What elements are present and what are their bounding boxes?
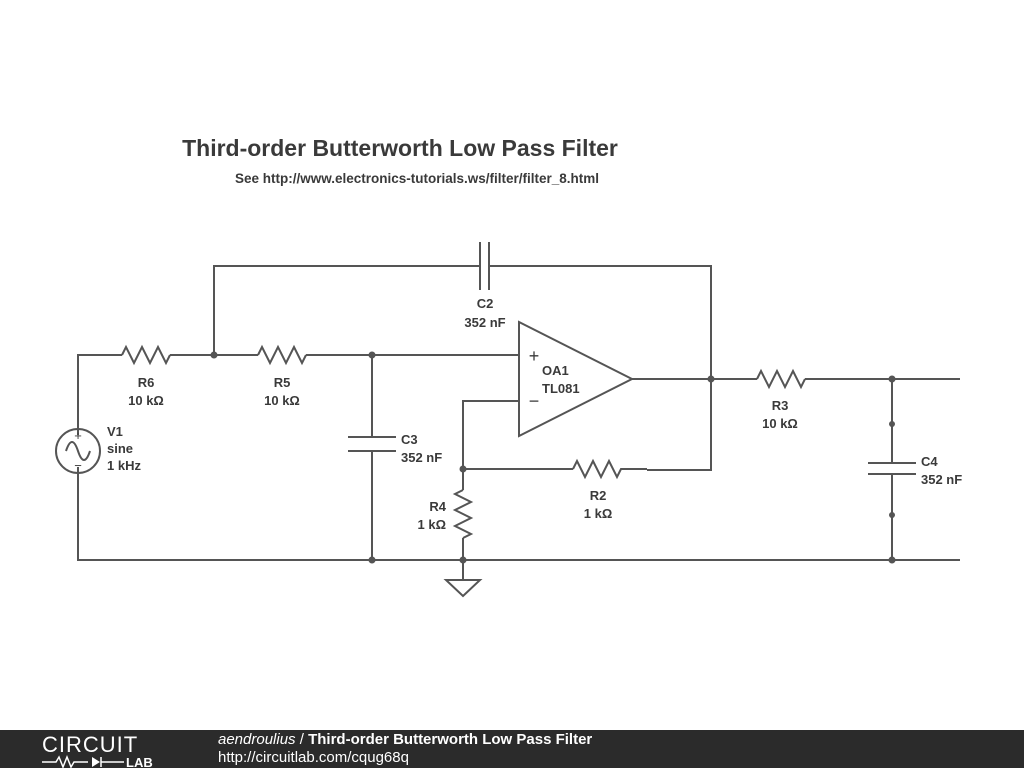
resistor-r5[interactable] bbox=[257, 344, 307, 366]
c4-value: 352 nF bbox=[921, 472, 962, 487]
c3-name: C3 bbox=[401, 432, 418, 447]
wire-ground-rail bbox=[77, 467, 960, 561]
footer-url[interactable]: http://circuitlab.com/cqug68q bbox=[218, 749, 409, 766]
c3-value: 352 nF bbox=[401, 450, 442, 465]
footer-title-line: aendroulius / Third-order Butterworth Lo… bbox=[218, 731, 592, 749]
r6-name: R6 bbox=[138, 375, 155, 390]
r4-name: R4 bbox=[429, 499, 446, 514]
ground-icon bbox=[443, 579, 483, 598]
footer-circuit-title[interactable]: Third-order Butterworth Low Pass Filter bbox=[308, 731, 593, 748]
footer-separator: / bbox=[295, 731, 309, 748]
page-title: Third-order Butterworth Low Pass Filter bbox=[182, 135, 618, 161]
opamp-minus-sign: − bbox=[529, 391, 540, 411]
r3-name: R3 bbox=[772, 398, 789, 413]
wire-feedback-top-left bbox=[213, 265, 480, 355]
resistor-r4[interactable] bbox=[452, 489, 474, 539]
oa1-name: OA1 bbox=[542, 363, 569, 378]
voltage-source-v1[interactable]: + − bbox=[55, 428, 101, 474]
capacitor-c4[interactable] bbox=[868, 462, 916, 475]
logo-resistor-icon bbox=[42, 754, 88, 768]
logo-diode-icon bbox=[92, 757, 100, 767]
sine-wave-icon bbox=[65, 441, 91, 461]
logo-top-text: CIRCUIT bbox=[42, 732, 138, 757]
capacitor-c3[interactable] bbox=[348, 436, 396, 452]
wire-opamp-minus bbox=[462, 400, 519, 490]
v1-type: sine bbox=[107, 441, 133, 456]
footer-text: aendroulius / Third-order Butterworth Lo… bbox=[218, 731, 592, 767]
v1-value: 1 kHz bbox=[107, 458, 141, 473]
wire-feedback-top-right bbox=[489, 265, 712, 471]
circuitlab-logo[interactable]: CIRCUIT LAB bbox=[40, 732, 180, 768]
opamp-plus-sign: + bbox=[529, 346, 540, 366]
r5-name: R5 bbox=[274, 375, 291, 390]
page-subtitle: See http://www.electronics-tutorials.ws/… bbox=[235, 171, 599, 186]
r3-value: 10 kΩ bbox=[762, 416, 798, 431]
source-plus-sign: + bbox=[74, 428, 82, 443]
capacitor-c2[interactable] bbox=[479, 242, 490, 290]
opamp-oa1[interactable]: + − bbox=[518, 320, 635, 438]
r6-value: 10 kΩ bbox=[128, 393, 164, 408]
component-labels: R6 10 kΩ R5 10 kΩ C2 352 nF C3 352 nF OA… bbox=[107, 296, 962, 532]
oa1-model: TL081 bbox=[542, 381, 580, 396]
r2-value: 1 kΩ bbox=[584, 506, 613, 521]
c4-name: C4 bbox=[921, 454, 938, 469]
r5-value: 10 kΩ bbox=[264, 393, 300, 408]
r4-value: 1 kΩ bbox=[418, 517, 447, 532]
footer-bar: CIRCUIT LAB aendroulius / Third-order Bu… bbox=[0, 730, 1024, 768]
logo-bottom-text: LAB bbox=[126, 755, 153, 768]
junction-dots bbox=[210, 351, 896, 564]
circuit-schematic: Third-order Butterworth Low Pass Filter … bbox=[55, 135, 962, 598]
c2-name: C2 bbox=[477, 296, 494, 311]
resistor-r6[interactable] bbox=[121, 344, 171, 366]
source-minus-sign: − bbox=[74, 458, 82, 473]
v1-name: V1 bbox=[107, 424, 123, 439]
resistor-r2[interactable] bbox=[572, 458, 647, 480]
c2-value: 352 nF bbox=[464, 315, 505, 330]
wire-source-to-r6 bbox=[77, 354, 122, 435]
r2-name: R2 bbox=[590, 488, 607, 503]
resistor-r3[interactable] bbox=[756, 368, 806, 390]
footer-author[interactable]: aendroulius bbox=[218, 731, 296, 748]
